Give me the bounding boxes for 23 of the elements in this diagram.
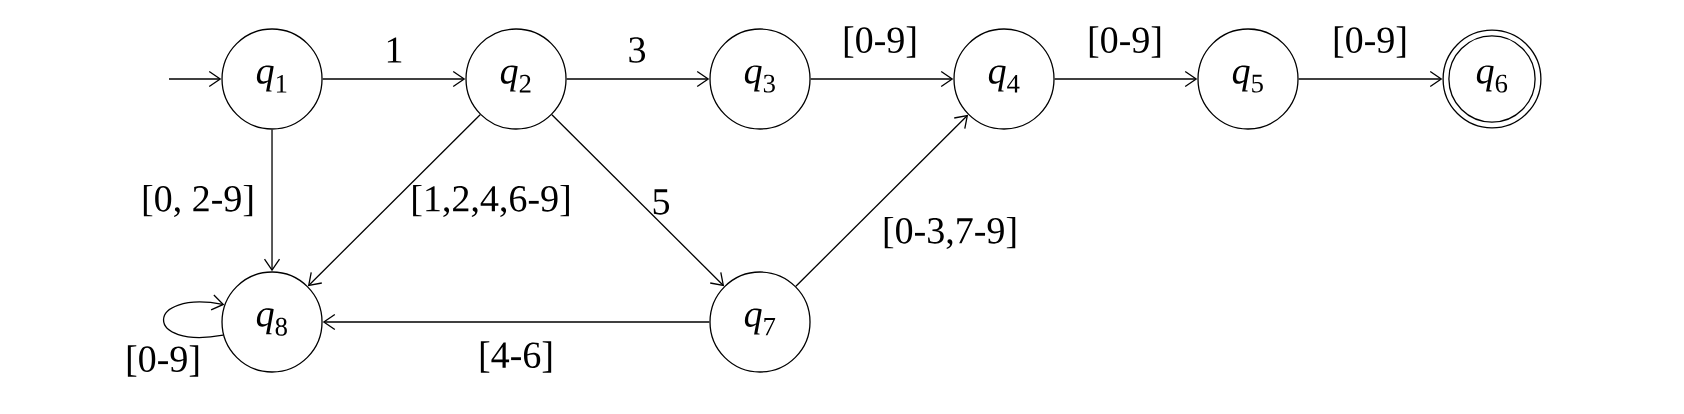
edge-label: [4-6] <box>480 341 552 373</box>
start-arrow <box>168 70 222 88</box>
edge-label: [0-9] <box>1089 26 1161 58</box>
arrow <box>1298 70 1443 88</box>
arrow <box>795 114 969 287</box>
arrow <box>1054 70 1198 88</box>
edge-label: [1,2,4,6-9] <box>413 184 569 218</box>
arrow <box>322 313 710 331</box>
arrow <box>263 129 281 272</box>
arrow <box>551 114 725 287</box>
edge-label: [0-9] <box>844 26 916 58</box>
edge-label: 5 <box>653 189 670 215</box>
edge-label: 3 <box>629 37 646 63</box>
edge-label: [0, 2-9] <box>143 184 253 218</box>
arrow <box>810 70 954 88</box>
arrow <box>307 114 481 287</box>
edge-label: [0-9] <box>1334 26 1406 58</box>
arrow <box>566 70 710 88</box>
arrow <box>322 70 466 88</box>
loop-arrow <box>162 294 225 338</box>
edge-label: [0-9] <box>127 345 199 377</box>
edge-label: 1 <box>387 37 402 63</box>
edge-label: [0-3,7-9] <box>884 216 1016 250</box>
